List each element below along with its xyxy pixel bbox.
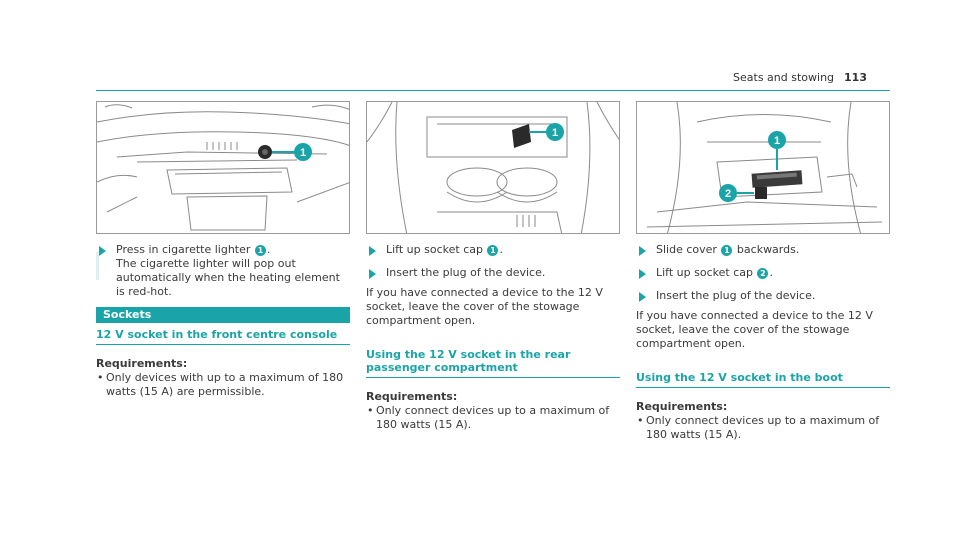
step-slide-cover: Slide cover 1 backwards. (636, 243, 890, 257)
step-lift-cap: Lift up socket cap 2. (636, 266, 890, 280)
figure-rear-socket: 1 2 (636, 101, 890, 234)
bullet-icon: • (97, 371, 104, 384)
subheading-front-socket: 12 V socket in the front centre console (96, 328, 350, 345)
step-arrow-icon (369, 246, 376, 256)
requirement-item: • Only connect devices up to a maximum o… (366, 404, 620, 432)
column-1: Press in cigarette lighter 1. The cigare… (96, 238, 350, 299)
step-arrow-icon (639, 269, 646, 279)
step-insert-plug: Insert the plug of the device. (636, 289, 890, 303)
step-text-end: . (769, 266, 773, 279)
step-arrow-icon (99, 246, 106, 256)
requirements-title: Requirements: (636, 400, 728, 413)
result-indicator-bar (96, 252, 99, 280)
step-insert-plug: Insert the plug of the device. (366, 266, 620, 280)
fig3-callout-2: 2 (725, 188, 731, 200)
requirements-title: Requirements: (96, 357, 188, 370)
header-rule (96, 90, 890, 91)
requirement-text: Only connect devices up to a maximum of … (646, 414, 880, 441)
fig3-callout-1: 1 (774, 135, 780, 147)
column-1-lower: 12 V socket in the front centre console … (96, 328, 350, 399)
callout-badge: 1 (487, 245, 499, 256)
callout-badge: 1 (721, 245, 733, 256)
figure-cigarette-lighter-illustration: 1 (97, 104, 349, 231)
step-arrow-icon (639, 246, 646, 256)
step-arrow-icon (639, 292, 646, 302)
callout-badge: 2 (757, 268, 769, 279)
requirement-item: • Only connect devices up to a maximum o… (636, 414, 890, 442)
figure-cigarette-lighter: 1 (96, 101, 350, 234)
result-text: The cigarette lighter will pop out autom… (116, 257, 340, 298)
note-paragraph: If you have connected a device to the 12… (366, 286, 603, 327)
step-text-end: backwards. (736, 243, 800, 256)
requirements-title: Requirements: (366, 390, 458, 403)
step-text-end: . (499, 243, 503, 256)
callout-badge: 1 (254, 245, 266, 256)
subheading-rear-socket: Using the 12 V socket in the rear passen… (366, 348, 620, 378)
figure-front-socket-illustration: 1 (367, 102, 619, 233)
step-text: Insert the plug of the device. (656, 289, 816, 302)
header-title: Seats and stowing (733, 71, 835, 84)
step-press-lighter: Press in cigarette lighter 1. (96, 243, 350, 257)
running-header: Seats and stowing 113 (733, 71, 867, 84)
requirement-item: • Only devices with up to a maximum of 1… (96, 371, 350, 399)
step-text: Insert the plug of the device. (386, 266, 546, 279)
fig2-callout: 1 (552, 127, 558, 139)
bullet-icon: • (367, 404, 374, 417)
step-text: Press in cigarette lighter (116, 243, 251, 256)
figure-front-socket: 1 (366, 101, 620, 234)
bullet-icon: • (637, 414, 644, 427)
column-2: Lift up socket cap 1. Insert the plug of… (366, 238, 620, 432)
column-3: Slide cover 1 backwards. Lift up socket … (636, 238, 890, 442)
subheading-boot-socket: Using the 12 V socket in the boot (636, 371, 890, 388)
requirement-text: Only devices with up to a maximum of 180… (106, 371, 344, 398)
step-text: Slide cover (656, 243, 717, 256)
step-arrow-icon (369, 269, 376, 279)
step-lift-cap: Lift up socket cap 1. (366, 243, 620, 257)
requirement-text: Only connect devices up to a maximum of … (376, 404, 610, 431)
step-result: The cigarette lighter will pop out autom… (96, 257, 350, 299)
note-paragraph: If you have connected a device to the 12… (636, 309, 873, 350)
step-text: Lift up socket cap (656, 266, 753, 279)
section-title-sockets: Sockets (96, 307, 350, 323)
page-number: 113 (844, 71, 867, 84)
fig1-callout: 1 (300, 147, 306, 159)
figure-rear-socket-illustration: 1 2 (646, 102, 883, 233)
step-text: Lift up socket cap (386, 243, 483, 256)
step-text-end: . (266, 243, 271, 256)
